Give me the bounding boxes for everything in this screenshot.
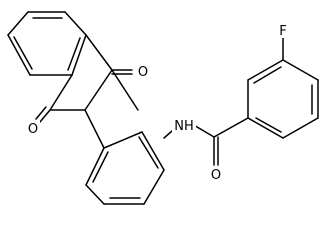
amide-oxygen-label: O xyxy=(211,168,221,183)
quinone-ring xyxy=(35,34,139,149)
benzo-ring-right xyxy=(85,131,165,205)
molecule-drawing: O O NH O F xyxy=(7,11,319,205)
oxygen-bottom-label: O xyxy=(28,122,38,137)
fluorophenyl-ring xyxy=(247,37,319,139)
atom-labels: O O NH O F xyxy=(26,22,289,183)
structure-svg: O O NH O F xyxy=(7,11,319,205)
benzo-ring-left xyxy=(7,11,87,76)
oxygen-top-label: O xyxy=(138,65,148,80)
nh-label: NH xyxy=(174,119,194,134)
fluorine-label: F xyxy=(279,24,286,39)
